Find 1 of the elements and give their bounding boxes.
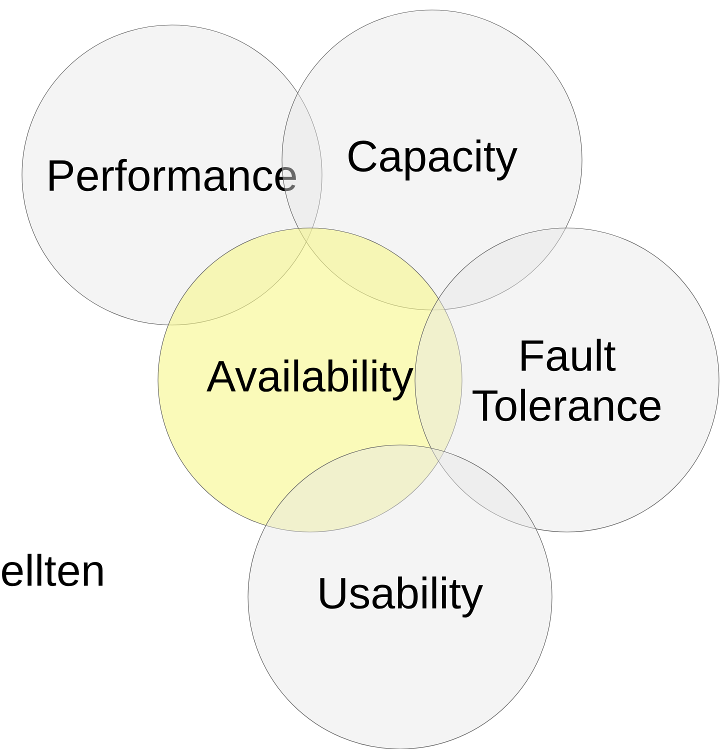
label-text: ellten <box>2 554 102 586</box>
